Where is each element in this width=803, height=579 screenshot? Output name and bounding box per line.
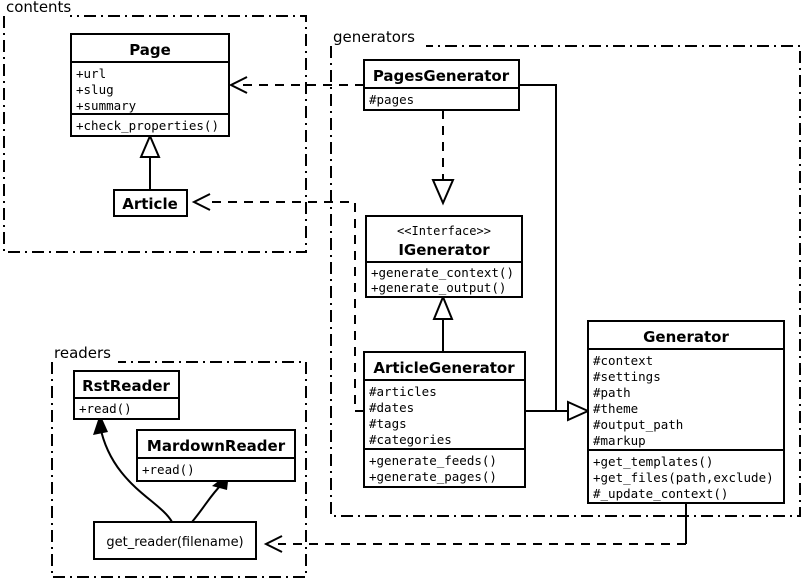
class-igenerator-stereotype: <<Interface>>	[397, 224, 491, 238]
class-article-generator-method-1: +generate_pages()	[369, 469, 497, 484]
class-generator-attr-3: #theme	[593, 401, 638, 416]
class-article-generator-name: ArticleGenerator	[373, 359, 515, 377]
class-mardown-reader-method-0: +read()	[142, 462, 195, 477]
class-generator-attr-1: #settings	[593, 369, 661, 384]
package-readers: readers	[51, 344, 307, 578]
relation-article-generalizes-page	[139, 133, 161, 190]
class-page-attr-2: +summary	[76, 98, 137, 113]
class-page-method-0: +check_properties()	[76, 118, 219, 133]
class-page-attr-1: +slug	[76, 82, 114, 97]
relation-generators-generalize-generator	[519, 84, 591, 422]
function-get-reader-label: get_reader(filename)	[106, 535, 243, 550]
class-page-attr-0: +url	[76, 66, 106, 81]
class-article[interactable]: Article	[113, 189, 188, 217]
class-rst-reader-name: RstReader	[82, 377, 170, 395]
package-generators: generators	[330, 28, 801, 517]
class-igenerator-method-0: +generate_context()	[371, 265, 514, 280]
class-generator-method-1: +get_files(path,exclude)	[593, 470, 774, 485]
relation-pagesgenerator-realizes-igenerator	[431, 110, 455, 206]
class-article-generator-attr-0: #articles	[369, 384, 437, 399]
relation-getreader-creates-rstreader	[93, 414, 173, 523]
relation-generator-depends-getreader	[263, 503, 687, 553]
package-contents-label: contents	[6, 0, 71, 16]
class-generator-attr-4: #output_path	[593, 417, 683, 432]
class-article-generator[interactable]: ArticleGenerator #articles #dates #tags …	[363, 351, 526, 488]
class-generator-attr-2: #path	[593, 385, 631, 400]
class-generator-attr-5: #markup	[593, 433, 646, 448]
relation-articlegenerator-generalizes-igenerator	[432, 294, 454, 352]
class-article-generator-attr-2: #tags	[369, 416, 407, 431]
class-page-name: Page	[129, 41, 171, 59]
class-generator-method-2: #_update_context()	[593, 486, 728, 501]
class-pages-generator-name: PagesGenerator	[373, 67, 510, 85]
class-pages-generator[interactable]: PagesGenerator #pages	[363, 59, 520, 111]
class-page[interactable]: Page +url +slug +summary +check_properti…	[70, 33, 230, 137]
class-igenerator-name: IGenerator	[398, 241, 490, 259]
class-article-generator-attr-3: #categories	[369, 432, 452, 447]
class-generator-attr-0: #context	[593, 353, 653, 368]
package-contents: contents	[3, 0, 307, 253]
class-generator[interactable]: Generator #context #settings #path #them…	[587, 320, 785, 504]
class-rst-reader-method-0: +read()	[79, 401, 132, 416]
function-get-reader[interactable]: get_reader(filename)	[93, 521, 257, 560]
class-mardown-reader[interactable]: MardownReader +read()	[136, 429, 296, 482]
package-readers-label: readers	[54, 344, 111, 362]
class-mardown-reader-name: MardownReader	[147, 437, 286, 455]
class-article-generator-attr-1: #dates	[369, 400, 414, 415]
relation-pagesgenerator-depends-page	[228, 76, 364, 94]
relation-articlegenerator-depends-article	[191, 193, 364, 412]
class-igenerator-method-1: +generate_output()	[371, 280, 506, 295]
package-generators-label: generators	[333, 28, 415, 46]
class-igenerator[interactable]: <<Interface>> IGenerator +generate_conte…	[365, 215, 523, 298]
class-pages-generator-attr-0: #pages	[369, 92, 414, 107]
class-generator-name: Generator	[643, 328, 729, 346]
class-rst-reader[interactable]: RstReader +read()	[73, 370, 180, 420]
class-generator-method-0: +get_templates()	[593, 454, 713, 469]
class-article-name: Article	[122, 195, 178, 213]
class-article-generator-method-0: +generate_feeds()	[369, 453, 497, 468]
